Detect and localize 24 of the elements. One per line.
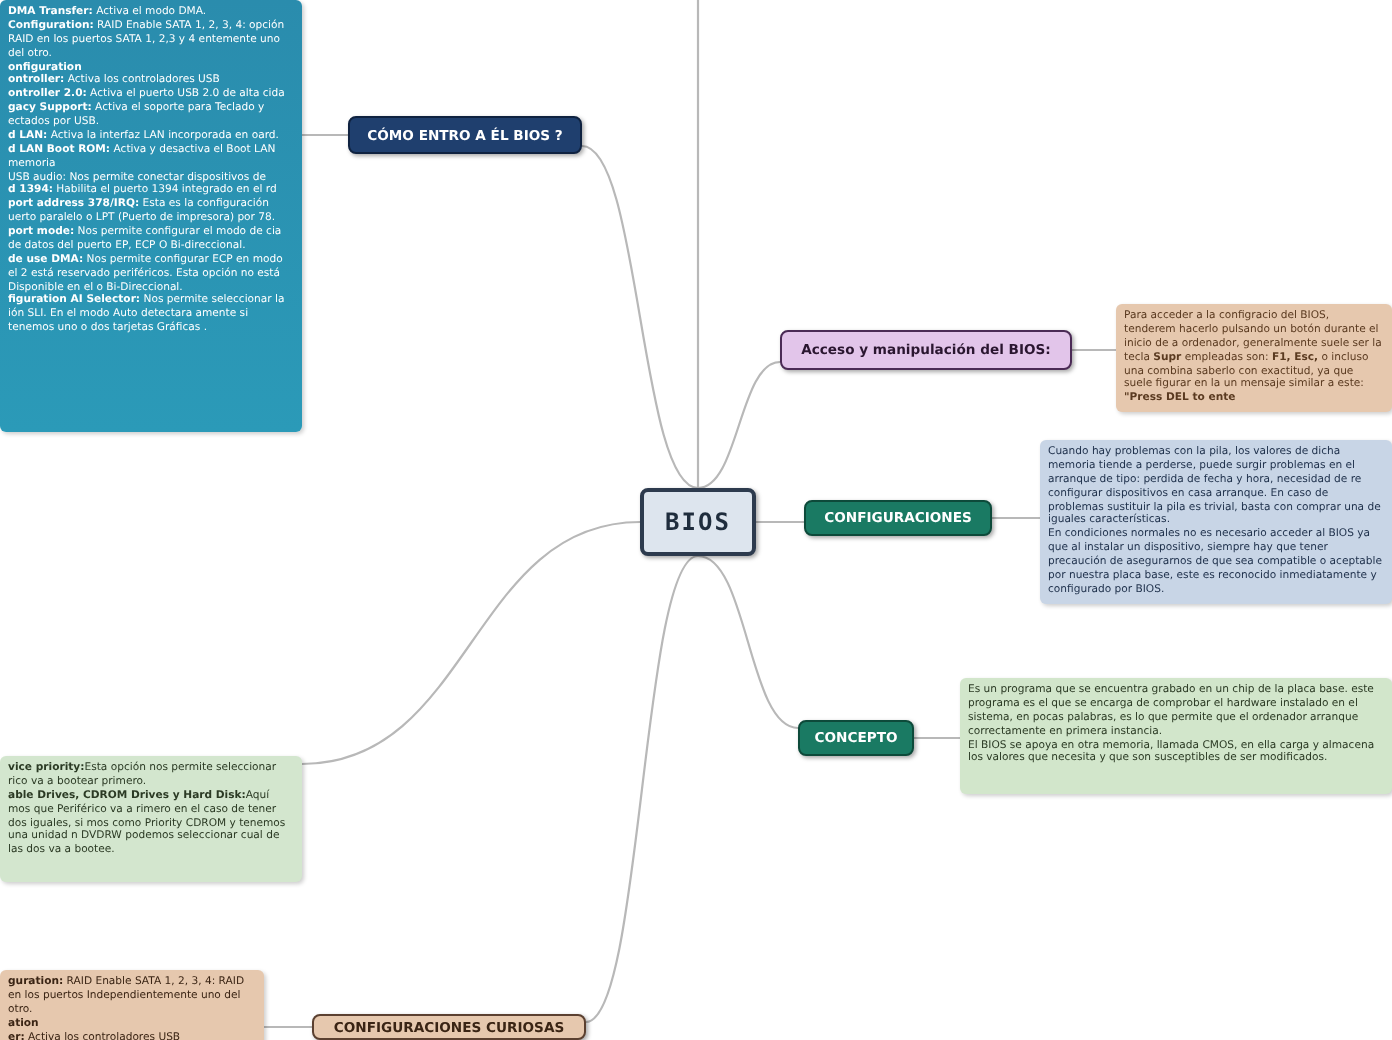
topic-box [312, 1014, 586, 1040]
connector-line [264, 1025, 312, 1029]
note-card [1040, 440, 1392, 604]
topic-box [348, 116, 582, 154]
connector-line [696, 0, 700, 488]
connector-line [697, 554, 799, 730]
connector-line [301, 520, 641, 766]
connector-line [585, 555, 699, 1023]
note-card [0, 970, 264, 1040]
topic-box [780, 330, 1072, 370]
topic-label: BIOS [665, 508, 731, 536]
topic-box [798, 720, 914, 756]
connector-line [697, 360, 781, 490]
topic-box [804, 500, 992, 536]
connector-line [756, 520, 804, 524]
central-topic-box [640, 488, 756, 556]
connector-line [914, 736, 960, 740]
connector-line [1072, 348, 1116, 352]
connector-line [581, 145, 699, 489]
note-card [0, 756, 302, 882]
connector-line [302, 133, 348, 137]
note-card [960, 678, 1392, 794]
note-card [0, 0, 302, 432]
connector-line [992, 516, 1040, 520]
